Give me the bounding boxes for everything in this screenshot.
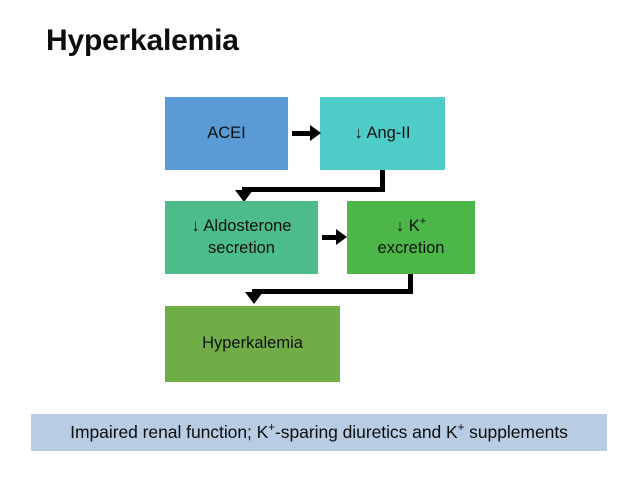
- flow-node-k-excretion[interactable]: ↓ K+ excretion: [347, 201, 475, 274]
- flow-node-hyperkalemia-label: Hyperkalemia: [202, 334, 303, 353]
- footer-banner-text: Impaired renal function; K+-sparing diur…: [70, 422, 568, 443]
- flow-node-k-excretion-line1-prefix: ↓ K: [395, 217, 420, 236]
- flow-node-acei[interactable]: ACEI: [165, 97, 288, 170]
- flow-node-ang-ii-label: ↓ Ang-II: [354, 123, 411, 142]
- flow-node-aldosterone-secretion-label: ↓ Aldosterone secretion: [192, 216, 292, 258]
- flow-node-hyperkalemia[interactable]: Hyperkalemia: [165, 306, 340, 382]
- edge-k-excretion-to-hyperkalemia-arrowhead-icon: [245, 292, 263, 304]
- flow-node-aldosterone-line2: secretion: [208, 238, 275, 257]
- edge-acei-to-ang-ii-arrowhead-icon: [310, 125, 321, 141]
- edge-k-excretion-to-hyperkalemia-vertical-right: [408, 274, 413, 294]
- edge-ang-ii-to-aldosterone-arrowhead-icon: [235, 190, 253, 202]
- page-title: Hyperkalemia: [46, 24, 239, 57]
- edge-k-excretion-to-hyperkalemia-horizontal: [252, 289, 413, 294]
- edge-ang-ii-to-aldosterone-horizontal: [242, 187, 385, 192]
- flow-node-k-excretion-label: ↓ K+ excretion: [378, 216, 445, 258]
- edge-ang-ii-to-aldosterone-vertical-right: [380, 170, 385, 192]
- edge-acei-to-ang-ii-shaft: [292, 131, 314, 136]
- edge-aldosterone-to-k-excretion-arrowhead-icon: [336, 229, 347, 245]
- flow-node-aldosterone-secretion[interactable]: ↓ Aldosterone secretion: [165, 201, 318, 274]
- edge-aldosterone-to-k-excretion-shaft: [322, 235, 340, 240]
- flow-node-k-excretion-superscript-plus: +: [419, 215, 427, 228]
- footer-superscript-plus-2: +: [457, 422, 465, 435]
- footer-banner: Impaired renal function; K+-sparing diur…: [31, 414, 607, 451]
- footer-text-part3: supplements: [464, 422, 568, 442]
- footer-text-part2: -sparing diuretics and K: [274, 422, 458, 442]
- footer-superscript-plus-1: +: [268, 422, 275, 435]
- flow-node-acei-label: ACEI: [207, 123, 246, 142]
- footer-text-part1: Impaired renal function; K: [70, 422, 269, 442]
- flow-node-ang-ii[interactable]: ↓ Ang-II: [320, 97, 445, 170]
- flow-node-k-excretion-line2: excretion: [377, 238, 445, 257]
- flow-node-aldosterone-line1: ↓ Aldosterone: [191, 217, 292, 236]
